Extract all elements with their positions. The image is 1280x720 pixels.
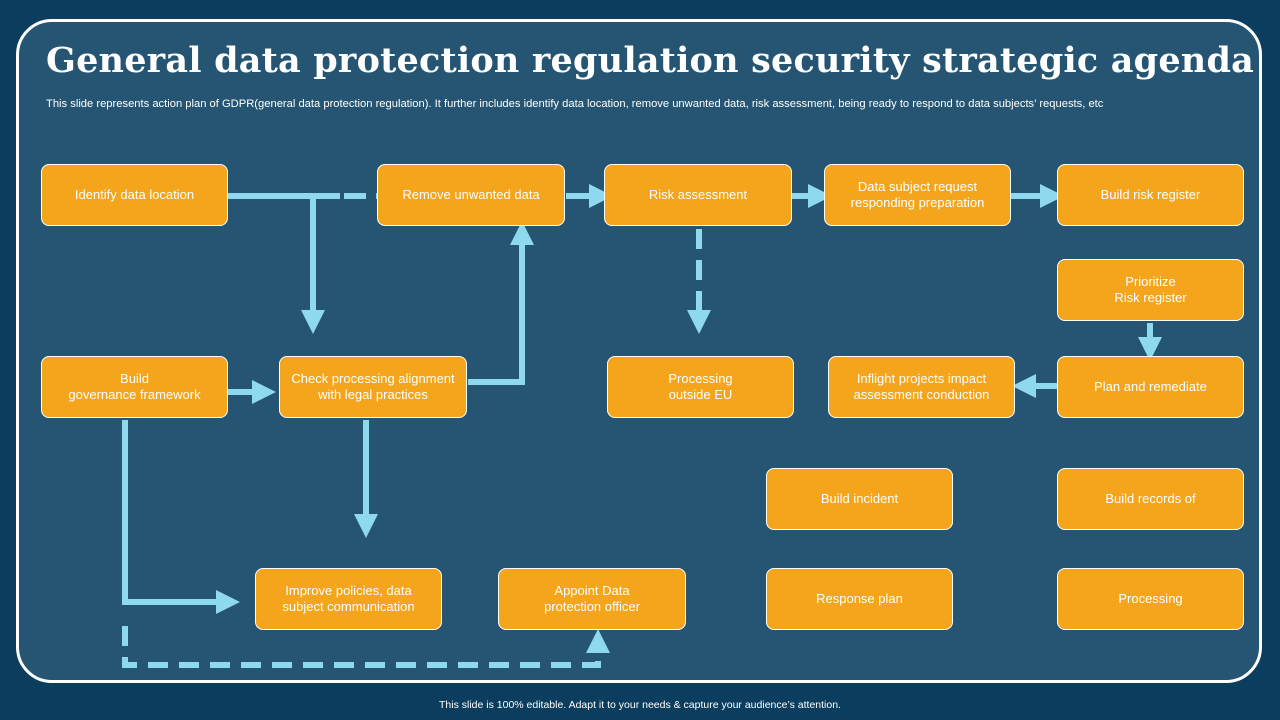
node-build-governance-framework: Build governance framework (41, 356, 228, 418)
node-check-processing-alignment: Check processing alignment with legal pr… (279, 356, 467, 418)
node-identify-data-location: Identify data location (41, 164, 228, 226)
node-processing: Processing (1057, 568, 1244, 630)
node-data-subject-request: Data subject request responding preparat… (824, 164, 1011, 226)
node-appoint-dpo: Appoint Data protection officer (498, 568, 686, 630)
slide-subtitle: This slide represents action plan of GDP… (46, 98, 1104, 110)
node-plan-and-remediate: Plan and remediate (1057, 356, 1244, 418)
slide-title: General data protection regulation secur… (46, 40, 1254, 81)
node-prioritize-risk-register: Prioritize Risk register (1057, 259, 1244, 321)
slide-footer: This slide is 100% editable. Adapt it to… (439, 699, 841, 711)
node-build-records-of: Build records of (1057, 468, 1244, 530)
node-build-risk-register: Build risk register (1057, 164, 1244, 226)
node-processing-outside-eu: Processing outside EU (607, 356, 794, 418)
node-inflight-projects: Inflight projects impact assessment cond… (828, 356, 1015, 418)
node-remove-unwanted-data: Remove unwanted data (377, 164, 565, 226)
node-improve-policies: Improve policies, data subject communica… (255, 568, 442, 630)
node-build-incident: Build incident (766, 468, 953, 530)
node-risk-assessment: Risk assessment (604, 164, 792, 226)
node-response-plan: Response plan (766, 568, 953, 630)
